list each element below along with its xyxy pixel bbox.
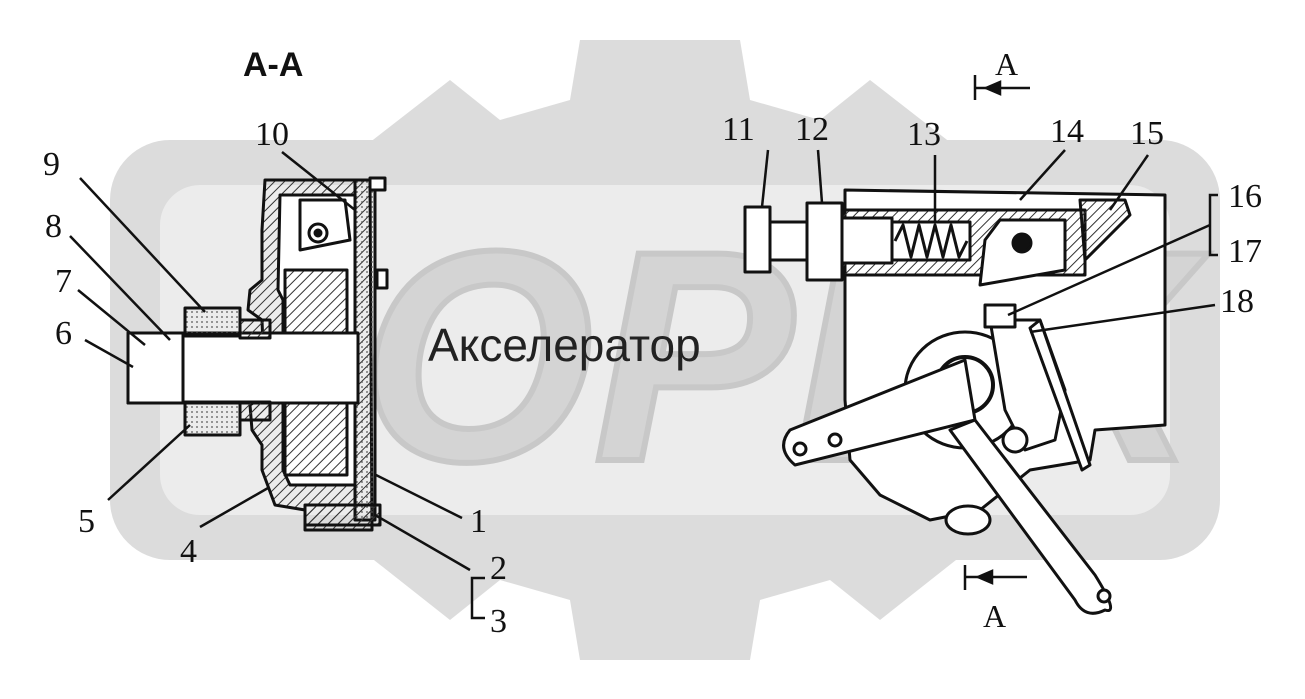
section-mark-bottom: А xyxy=(983,598,1007,634)
callout-1: 1 xyxy=(470,503,487,540)
callout-10: 10 xyxy=(255,116,289,153)
callout-5: 5 xyxy=(78,503,95,540)
callout-14: 14 xyxy=(1050,113,1084,150)
callout-9: 9 xyxy=(43,146,60,183)
adjust-screw xyxy=(743,205,772,274)
callout-12: 12 xyxy=(795,111,829,148)
bolt-bottom xyxy=(303,503,382,527)
callout-6: 6 xyxy=(55,315,72,352)
side-view xyxy=(743,188,1167,615)
nut-bottom xyxy=(183,400,242,437)
section-title: А-А xyxy=(243,46,304,84)
callout-8: 8 xyxy=(45,208,62,245)
callout-13: 13 xyxy=(907,116,941,153)
callout-11: 11 xyxy=(722,111,755,148)
section-mark-top: А xyxy=(995,46,1019,82)
leader-lines xyxy=(69,149,1218,620)
callout-2: 2 xyxy=(490,550,507,587)
diagram-caption: Акселератор xyxy=(428,319,701,371)
callout-7: 7 xyxy=(55,263,72,300)
callout-3: 3 xyxy=(490,603,507,640)
callout-17: 17 xyxy=(1228,233,1262,270)
spring xyxy=(893,223,969,259)
callout-15: 15 xyxy=(1130,115,1164,152)
nut-top xyxy=(183,306,242,338)
section-view xyxy=(126,176,389,532)
section-arrows xyxy=(963,75,1030,590)
callout-4: 4 xyxy=(180,533,197,570)
callout-16: 16 xyxy=(1228,178,1262,215)
lock-nut xyxy=(805,201,844,282)
callout-18: 18 xyxy=(1220,283,1254,320)
